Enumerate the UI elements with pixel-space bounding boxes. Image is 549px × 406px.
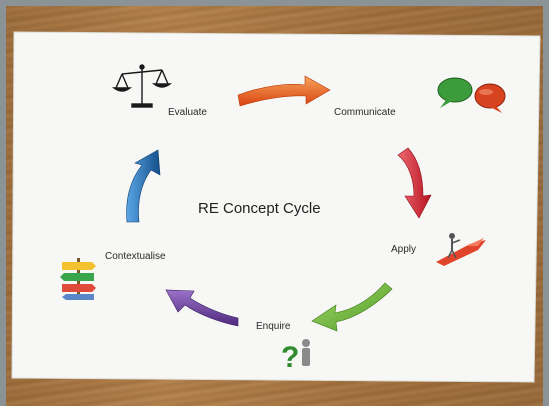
poster-title: RE Concept Cycle (198, 200, 321, 217)
blue-arrow (126, 149, 161, 223)
person-path-icon (436, 233, 486, 266)
svg-text:?: ? (281, 341, 299, 374)
green-arrow (311, 282, 393, 332)
paper-sheet (11, 31, 541, 383)
door-frame-right (543, 0, 549, 406)
door-frame-top (0, 0, 549, 6)
orange-arrow (237, 75, 331, 107)
purple-arrow (165, 289, 239, 327)
question-person-icon: ? (281, 339, 310, 374)
scales-icon (111, 64, 173, 108)
speech-bubbles-icon (437, 77, 506, 113)
door-frame-left (0, 0, 6, 406)
stage-label-communicate: Communicate (334, 107, 396, 118)
stage-label-apply: Apply (391, 244, 417, 255)
stage-label-contextualise: Contextualise (105, 251, 166, 262)
stage-label-enquire: Enquire (256, 321, 291, 332)
signpost-icon (60, 258, 96, 300)
stage-label-evaluate: Evaluate (168, 107, 207, 118)
red-arrow (397, 147, 432, 219)
